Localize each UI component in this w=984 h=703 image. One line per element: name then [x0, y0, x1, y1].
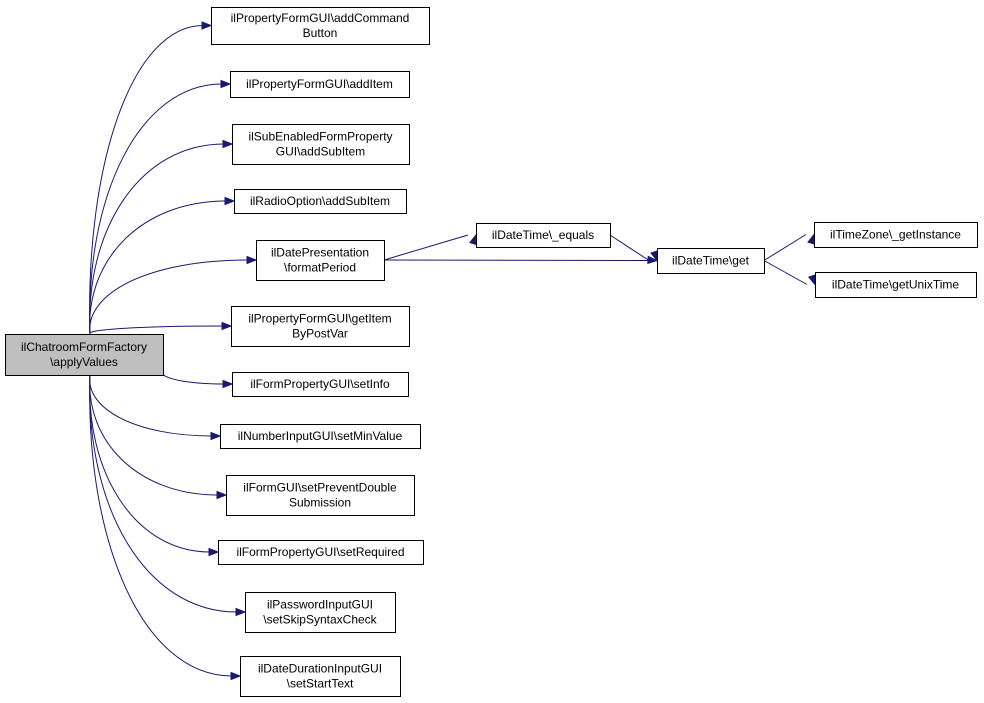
node-label-setSkipSyntax-0: ilPasswordInputGUI [267, 598, 373, 612]
arrowhead-getUnixTime [807, 274, 817, 286]
node-box-setRequired [218, 540, 424, 565]
node-root[interactable]: ilChatroomFormFactory\applyValues [5, 334, 164, 376]
edge-root-to-setStartText [89, 374, 233, 677]
node-box-setSkipSyntax [245, 592, 396, 633]
arrowhead-addCommandButton [201, 21, 213, 30]
node-box-addCommandButton [211, 7, 430, 45]
edge-root-to-setRequired [89, 374, 211, 553]
arrowhead-setSkipSyntax [235, 607, 247, 617]
node-label-formatPeriod-1: \formatPeriod [284, 261, 356, 275]
arrowhead-setMinValue [210, 431, 222, 441]
node-label-setStartText-1: \setStartText [287, 677, 354, 691]
node-get[interactable]: ilDateTime\get [657, 248, 765, 274]
arrowhead-radioAddSubItem [224, 196, 236, 206]
node-box-getUnixTime [815, 272, 977, 298]
edge-root-to-formatPeriod [89, 259, 249, 335]
node-label-root-1: \applyValues [50, 355, 118, 369]
node-equals[interactable]: ilDateTime\_equals [476, 223, 611, 248]
node-label-formatPeriod-0: ilDatePresentation [271, 246, 369, 260]
edge-formatPeriod-to-equals [383, 234, 469, 261]
node-box-setStartText [240, 656, 401, 697]
edge-root-to-setPreventDouble [89, 374, 219, 496]
node-box-formatPeriod [256, 240, 385, 281]
edge-root-to-setInfo [162, 370, 225, 385]
arrowhead-subAddSubItem [222, 139, 234, 149]
arrowhead-setInfo [222, 379, 234, 389]
node-setRequired[interactable]: ilFormPropertyGUI\setRequired [218, 540, 424, 565]
arrowhead-setRequired [208, 547, 220, 557]
node-label-getItemByPostVar-1: ByPostVar [292, 327, 348, 341]
edge-root-to-setMinValue [89, 374, 213, 437]
node-label-get-0: ilDateTime\get [672, 254, 750, 268]
node-label-setRequired-0: ilFormPropertyGUI\setRequired [236, 545, 404, 559]
node-setSkipSyntax[interactable]: ilPasswordInputGUI\setSkipSyntaxCheck [245, 592, 396, 633]
node-label-getInstance-0: ilTimeZone\_getInstance [830, 228, 961, 242]
node-setStartText[interactable]: ilDateDurationInputGUI\setStartText [240, 656, 401, 697]
node-label-equals-0: ilDateTime\_equals [492, 228, 594, 242]
node-label-addCommandButton-1: Button [303, 26, 338, 40]
node-box-get [657, 248, 765, 274]
node-box-getItemByPostVar [231, 306, 410, 347]
edge-get-to-getInstance [763, 234, 807, 261]
arrowhead-addItem [220, 79, 232, 89]
edge-equals-to-get [609, 234, 650, 261]
arrowhead-setPreventDouble [216, 490, 228, 500]
node-addItem[interactable]: ilPropertyFormGUI\addItem [230, 71, 410, 98]
node-box-getInstance [814, 222, 978, 248]
node-label-getUnixTime-0: ilDateTime\getUnixTime [832, 278, 959, 292]
node-formatPeriod[interactable]: ilDatePresentation\formatPeriod [256, 240, 385, 281]
node-label-setSkipSyntax-1: \setSkipSyntaxCheck [263, 613, 377, 627]
arrowhead-getInstance [807, 233, 816, 245]
edge-root-to-getItemByPostVar [89, 325, 224, 335]
edge-root-to-addCommandButton [89, 25, 204, 335]
edge-formatPeriod-to-get [383, 259, 650, 261]
node-setMinValue[interactable]: ilNumberInputGUI\setMinValue [220, 424, 421, 449]
node-getUnixTime[interactable]: ilDateTime\getUnixTime [815, 272, 977, 298]
node-box-addItem [230, 71, 410, 98]
node-label-setPreventDouble-0: ilFormGUI\setPreventDouble [243, 481, 397, 495]
node-label-addCommandButton-0: ilPropertyFormGUI\addCommand [231, 11, 410, 25]
node-box-setPreventDouble [226, 475, 415, 516]
node-label-addItem-0: ilPropertyFormGUI\addItem [246, 77, 393, 91]
edge-root-to-setSkipSyntax [89, 374, 238, 613]
node-label-subAddSubItem-1: GUI\addSubItem [276, 145, 365, 159]
edge-root-to-subAddSubItem [89, 143, 225, 335]
node-label-radioAddSubItem-0: ilRadioOption\addSubItem [250, 194, 390, 208]
edge-get-to-getUnixTime [763, 260, 808, 285]
node-getInstance[interactable]: ilTimeZone\_getInstance [814, 222, 978, 248]
node-label-setPreventDouble-1: Submission [289, 496, 351, 510]
node-setInfo[interactable]: ilFormPropertyGUI\setInfo [232, 372, 409, 397]
node-label-setStartText-0: ilDateDurationInputGUI [258, 662, 382, 676]
node-box-setMinValue [220, 424, 421, 449]
node-label-subAddSubItem-0: ilSubEnabledFormProperty [248, 130, 392, 144]
node-label-setInfo-0: ilFormPropertyGUI\setInfo [250, 377, 390, 391]
node-radioAddSubItem[interactable]: ilRadioOption\addSubItem [234, 189, 407, 214]
arrowhead-getItemByPostVar [221, 321, 233, 331]
node-box-equals [476, 223, 611, 248]
node-label-root-0: ilChatroomFormFactory [21, 340, 147, 354]
arrowhead-formatPeriod [246, 255, 258, 265]
edge-root-to-radioAddSubItem [89, 200, 227, 335]
nodes-layer: ilChatroomFormFactory\applyValues ilPrope… [5, 7, 978, 697]
node-box-radioAddSubItem [234, 189, 407, 214]
node-label-setMinValue-0: ilNumberInputGUI\setMinValue [238, 429, 403, 443]
node-box-setInfo [232, 372, 409, 397]
edges-layer [89, 21, 817, 681]
node-box-root [5, 334, 164, 376]
node-box-subAddSubItem [232, 124, 410, 165]
arrowhead-setStartText [230, 671, 242, 681]
arrowhead-equals [469, 233, 478, 246]
edge-root-to-addItem [89, 83, 223, 335]
node-label-getItemByPostVar-0: ilPropertyFormGUI\getItem [248, 312, 391, 326]
